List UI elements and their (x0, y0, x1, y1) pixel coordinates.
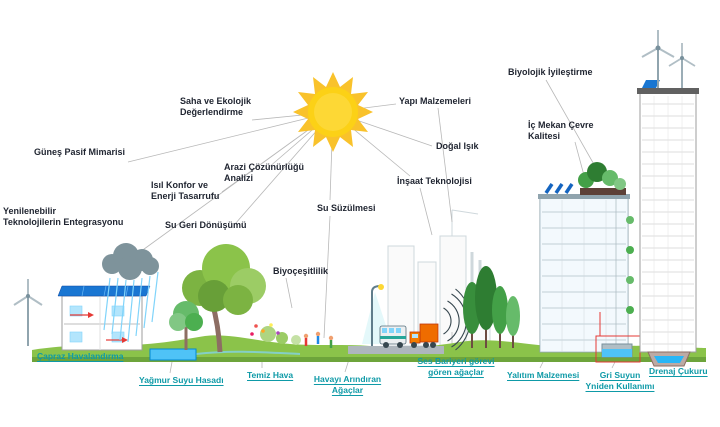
label-insaat-teknolojisi: İnşaat Teknolojisi (397, 176, 472, 186)
label-temiz-hava: Temiz Hava (247, 370, 294, 380)
label-dogal-isik: Doğal Işık (436, 141, 479, 151)
label-capraz-havalandirma: Çapraz Havalandırma (37, 351, 124, 361)
rain-cloud-icon (102, 243, 159, 280)
solar-house (57, 285, 151, 351)
label-biyolojik-iyilestirme: Biyolojik İyileştirme (508, 67, 593, 77)
label-yagmur-suyu-hasadi: Yağmur Suyu Hasadı (139, 375, 224, 385)
small-tree (169, 301, 203, 350)
airflow-arrows-icon (70, 312, 128, 343)
tower-building (637, 30, 699, 353)
truck-icon (409, 323, 439, 348)
road (348, 346, 444, 354)
roof-solar-panels-icon (544, 183, 574, 194)
people-icons (303, 331, 334, 348)
rainwater-basin (149, 348, 197, 361)
roof-garden (578, 162, 626, 195)
drainage-pit (647, 351, 691, 367)
bus-icon (379, 325, 407, 348)
label-su-suzulmesi: Su Süzülmesi (317, 203, 376, 213)
greywater-system (595, 312, 641, 363)
eco-building (538, 162, 634, 353)
barrier-trees (463, 266, 520, 348)
wind-turbine-left-icon (13, 279, 43, 346)
label-su-geri-donusumu: Su Geri Dönüşümü (165, 220, 247, 230)
water-stream (195, 350, 301, 355)
sun-icon (293, 72, 373, 152)
large-tree (182, 244, 266, 353)
label-yalitim-malzemesi: Yalıtım Malzemesi (507, 370, 580, 380)
bushes-and-flowers (250, 323, 301, 345)
label-drenaj-cukuru: Drenaj Çukuru (649, 366, 708, 376)
balcony-plants (626, 216, 634, 314)
rooftop-wind-turbine-icon (641, 30, 696, 88)
tower-solar-panel-icon (642, 80, 660, 88)
label-biyocesitlilik: Biyoçeşitlilik (273, 266, 329, 276)
label-gunes-pasif-mimarisi: Güneş Pasif Mimarisi (34, 147, 126, 157)
label-yapi-malzemeleri: Yapı Malzemeleri (399, 96, 472, 106)
rain-icon (103, 271, 159, 343)
